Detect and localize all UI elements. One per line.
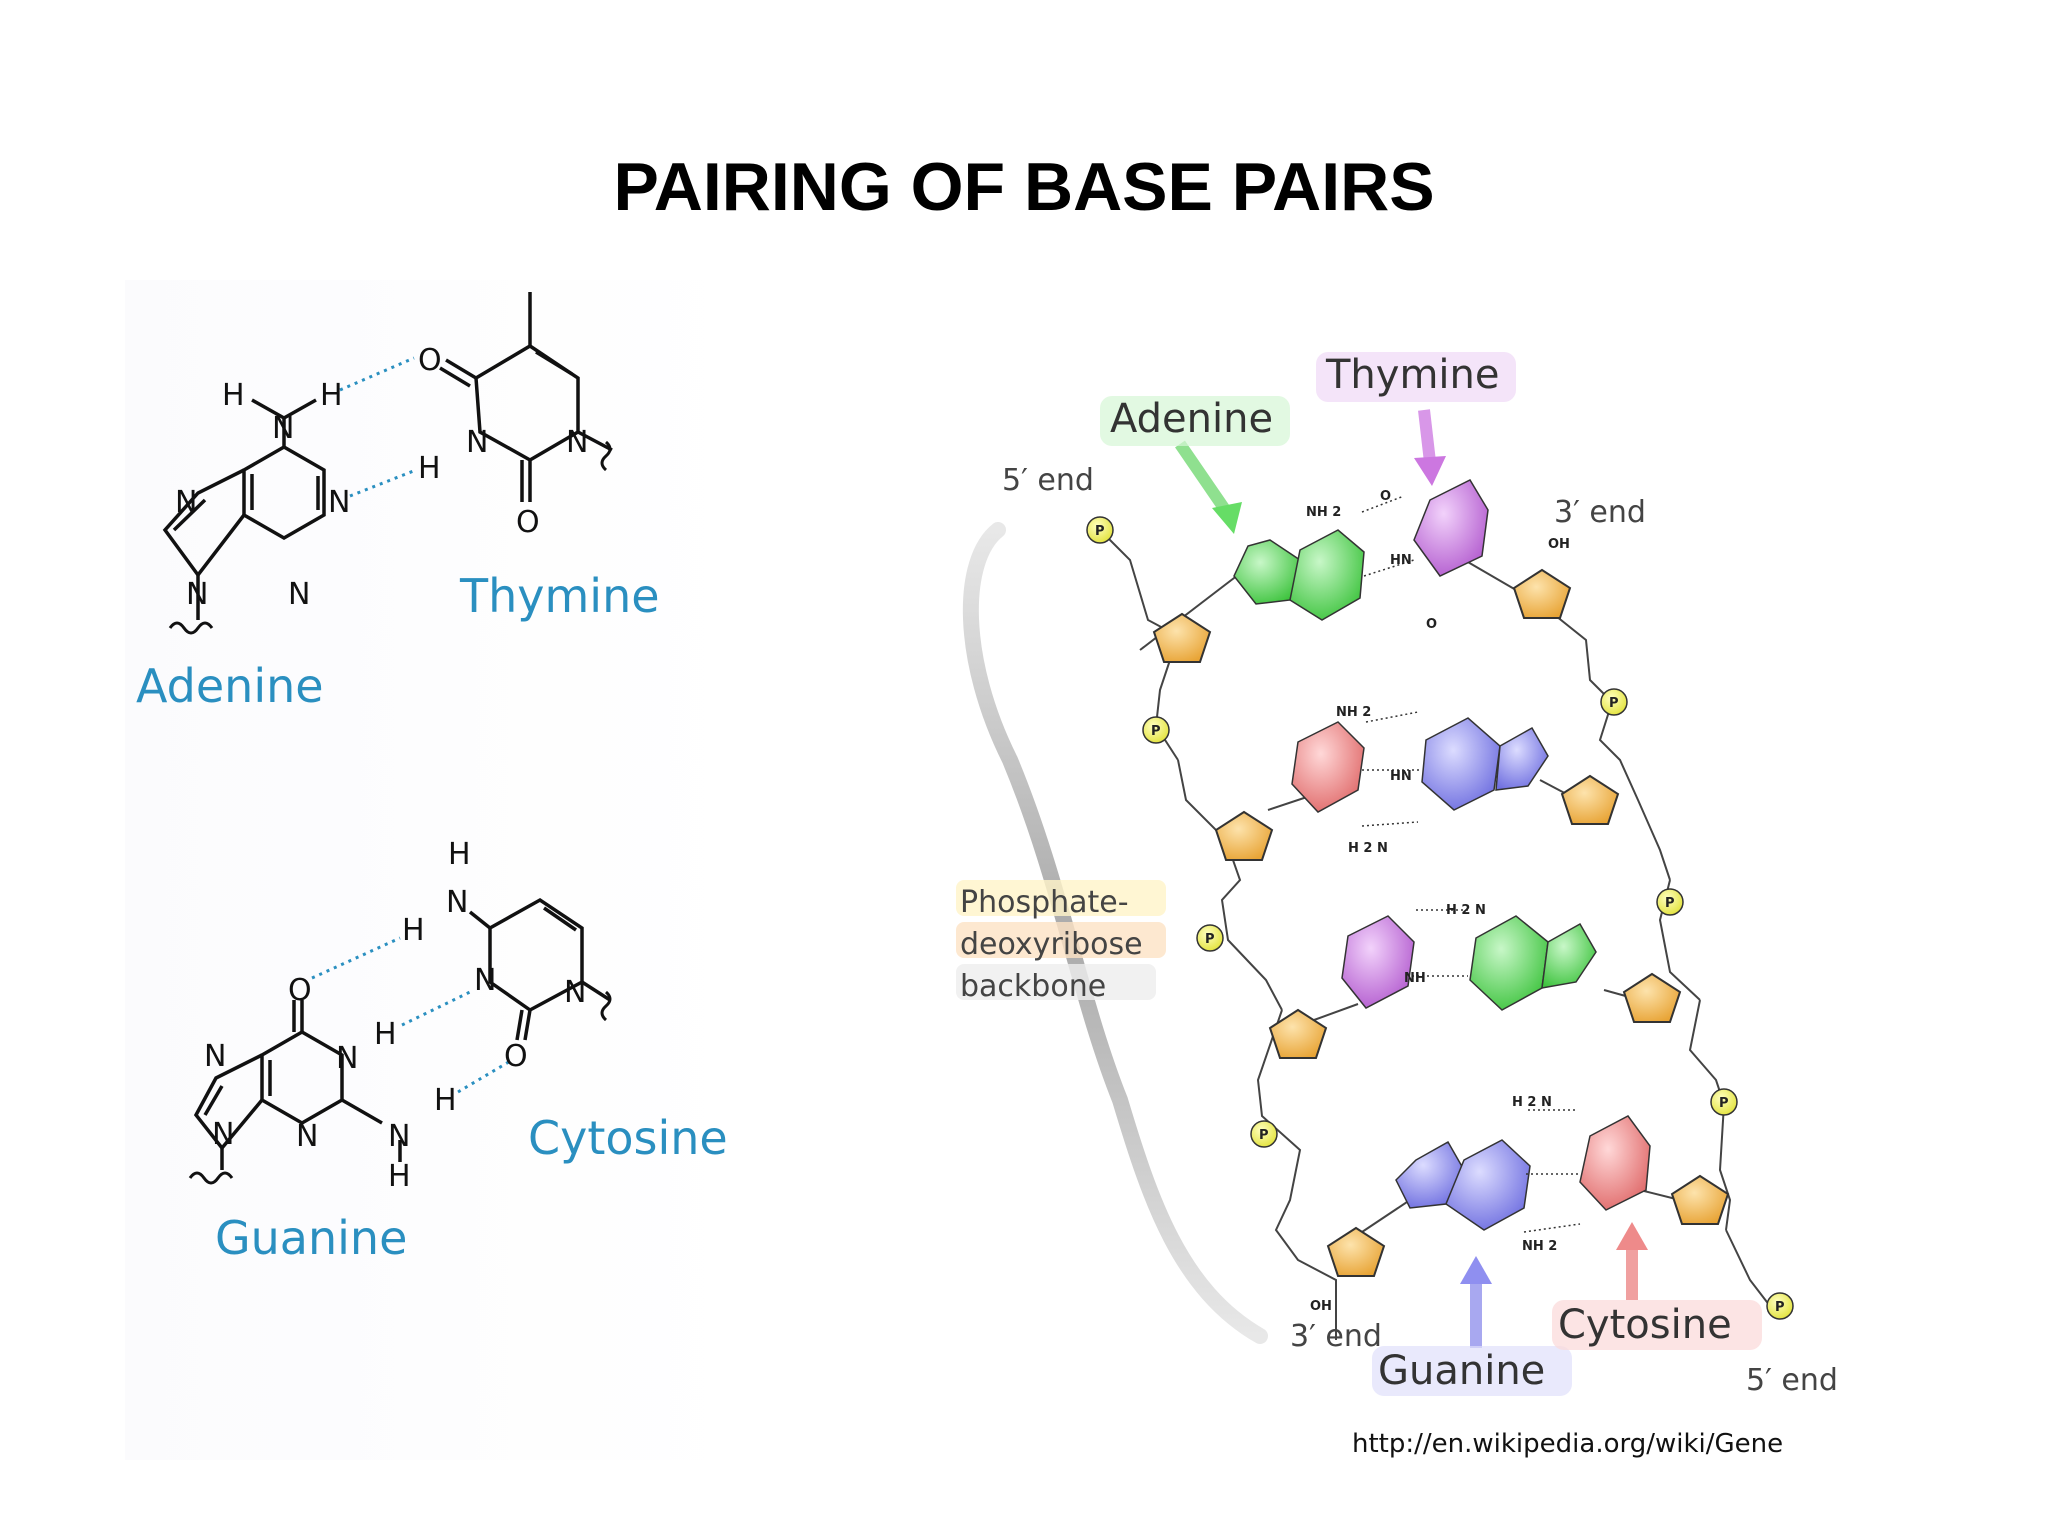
svg-text:H: H [402, 913, 425, 948]
svg-text:OH: OH [1310, 1299, 1332, 1314]
three-end-top-label: 3′ end [1554, 495, 1646, 530]
svg-text:N: N [175, 485, 197, 520]
thymine-arrow [1414, 456, 1446, 486]
phosphate-letters: P P P P P P P P [1095, 524, 1785, 1315]
svg-text:P: P [1095, 524, 1105, 539]
bp4-guanine-cytosine [1395, 1115, 1651, 1231]
svg-text:N: N [336, 1041, 358, 1076]
five-end-top-label: 5′ end [1002, 463, 1094, 498]
svg-text:O: O [516, 505, 540, 540]
svg-text:P: P [1205, 932, 1215, 947]
svg-text:N: N [296, 1119, 318, 1154]
svg-text:N: N [204, 1039, 226, 1074]
backbone-label-line1: Phosphate- [960, 885, 1129, 920]
adenine-thymine-hbonds [339, 356, 417, 498]
svg-text:O: O [418, 343, 442, 378]
svg-text:H: H [388, 1159, 411, 1194]
svg-text:NH: NH [1404, 971, 1426, 986]
svg-text:N: N [272, 411, 294, 446]
svg-text:H: H [320, 378, 343, 413]
dna-diagram: P P P P P P P P [956, 352, 1838, 1398]
svg-text:H: H [434, 1083, 457, 1118]
deoxyribose-sugars [1152, 568, 1730, 1277]
svg-text:N: N [566, 425, 588, 460]
backbone-label-line3: backbone [960, 969, 1106, 1004]
svg-text:O: O [1426, 617, 1437, 632]
label-arrows [1175, 409, 1648, 1348]
bp2-cytosine-guanine [1291, 717, 1549, 813]
phosphate-groups [1086, 516, 1794, 1320]
svg-text:H: H [448, 837, 471, 872]
svg-text:NH 2: NH 2 [1306, 505, 1341, 520]
source-link[interactable]: http://en.wikipedia.org/wiki/Gene [1352, 1429, 1784, 1459]
svg-text:P: P [1665, 896, 1675, 911]
svg-text:O: O [288, 973, 312, 1008]
adenine-thymine-atoms: H N H N N N N O H N N O [175, 343, 588, 612]
svg-text:H: H [418, 451, 441, 486]
svg-text:P: P [1775, 1300, 1785, 1315]
backbone-label-bg2 [956, 922, 1166, 958]
cytosine-arrow [1616, 1222, 1648, 1250]
svg-text:H 2 N: H 2 N [1446, 903, 1486, 918]
svg-text:H 2 N: H 2 N [1512, 1095, 1552, 1110]
guanine-cytosine-atoms: H N H O N N N H O N N N N H H [204, 837, 586, 1194]
dna-hbonds [1361, 495, 1581, 1233]
thymine-label-bg [1316, 352, 1516, 402]
dna-adenine-label: Adenine [1110, 396, 1273, 442]
svg-text:OH: OH [1548, 537, 1570, 552]
svg-text:P: P [1151, 724, 1161, 739]
svg-text:N: N [466, 425, 488, 460]
svg-text:NH 2: NH 2 [1522, 1239, 1557, 1254]
slide-title: PAIRING OF BASE PAIRS [613, 149, 1435, 225]
guanine-structure-label: Guanine [215, 1211, 407, 1265]
guanine-cytosine-hbonds [311, 936, 513, 1094]
adenine-arrow [1212, 502, 1242, 534]
bp3-thymine-adenine [1341, 915, 1597, 1011]
svg-text:N: N [328, 485, 350, 520]
svg-text:O: O [1380, 489, 1391, 504]
svg-text:H: H [374, 1017, 397, 1052]
svg-text:P: P [1719, 1096, 1729, 1111]
svg-text:H: H [222, 378, 245, 413]
guanine-label-bg [1372, 1346, 1572, 1396]
svg-text:O: O [504, 1039, 528, 1074]
svg-text:H 2 N: H 2 N [1348, 841, 1388, 856]
backbone-label-line2: deoxyribose [960, 927, 1143, 962]
adenine-label-bg [1100, 396, 1290, 446]
bp1-adenine-thymine [1233, 479, 1489, 621]
dna-guanine-label: Guanine [1378, 1348, 1545, 1394]
adenine-thymine-structure [162, 292, 613, 635]
svg-text:N: N [446, 885, 468, 920]
svg-text:P: P [1609, 696, 1619, 711]
svg-text:N: N [212, 1117, 234, 1152]
guanine-cytosine-structure [188, 897, 612, 1185]
guanine-arrow [1460, 1256, 1492, 1284]
dna-small-atom-labels: NH 2 O HN O OH NH 2 HN H 2 N H 2 N NH H … [1306, 489, 1570, 1314]
cytosine-structure-label: Cytosine [528, 1111, 728, 1165]
svg-text:NH 2: NH 2 [1336, 705, 1371, 720]
svg-text:N: N [474, 963, 496, 998]
adenine-structure-label: Adenine [136, 659, 324, 713]
dna-cytosine-label: Cytosine [1558, 1302, 1732, 1348]
three-end-bottom-label: 3′ end [1290, 1319, 1382, 1354]
cytosine-label-bg [1552, 1300, 1762, 1350]
thymine-structure-label: Thymine [459, 569, 660, 623]
backbone-label-bg3 [956, 964, 1156, 1000]
svg-text:N: N [388, 1119, 410, 1154]
dna-thymine-label: Thymine [1325, 352, 1500, 398]
svg-text:HN: HN [1390, 769, 1412, 784]
svg-text:N: N [564, 975, 586, 1010]
svg-text:N: N [288, 577, 310, 612]
svg-text:HN: HN [1390, 553, 1412, 568]
svg-text:N: N [186, 577, 208, 612]
five-end-bottom-label: 5′ end [1746, 1363, 1838, 1398]
svg-text:P: P [1259, 1128, 1269, 1143]
backbone-label-bg1 [956, 880, 1166, 916]
